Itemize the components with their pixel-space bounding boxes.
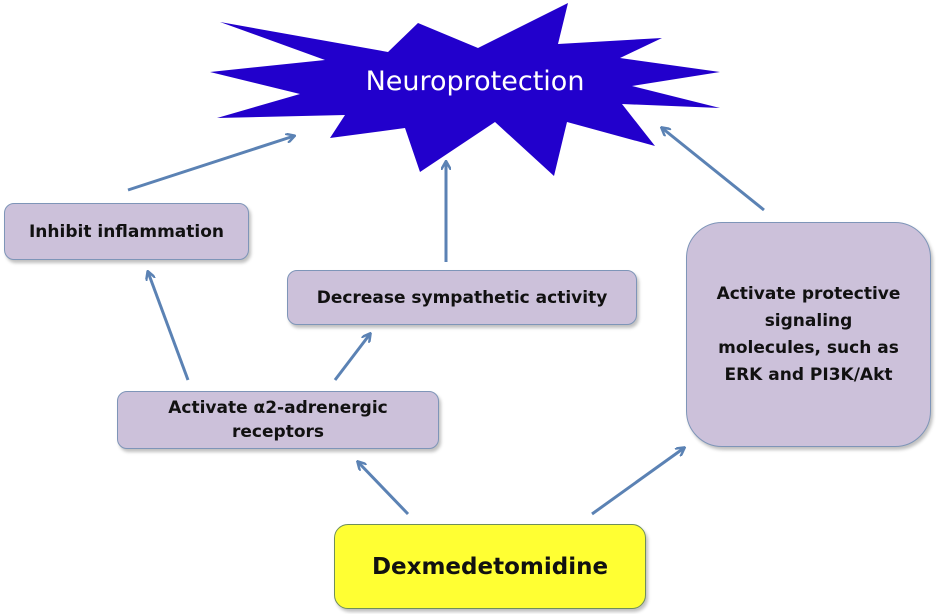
arrow-alpha-to-inhibit [148,272,190,381]
inhibit-inflammation-box: Inhibit inflammation [4,203,249,260]
arrow-inhibit-to-neuroprotection [127,136,294,192]
dexmedetomidine-box: Dexmedetomidine [334,524,646,609]
arrow-drug-to-protective [591,448,684,516]
protective-label-line2: signaling [764,310,853,331]
decrease-sympathetic-label: Decrease sympathetic activity [316,287,608,308]
arrow-protective-to-neuroprotection [662,128,765,212]
activate-alpha2-box: Activate α2-adrenergic receptors [117,391,439,449]
protective-label-line4: ERK and PI3K/Akt [724,364,893,385]
activate-protective-box: Activate protective signaling molecules,… [686,222,931,447]
neuroprotection-label: Neuroprotection [365,66,585,97]
neuroprotection-starburst [210,3,720,176]
arrow-drug-to-alpha [358,462,410,516]
activate-alpha2-label-line1: Activate α2-adrenergic [168,398,388,418]
protective-label-line1: Activate protective [716,283,901,304]
inhibit-inflammation-label: Inhibit inflammation [28,221,225,242]
dexmedetomidine-label: Dexmedetomidine [371,553,609,580]
decrease-sympathetic-box: Decrease sympathetic activity [287,270,637,325]
protective-label-line3: molecules, such as [718,337,899,358]
activate-alpha2-label-line2: receptors [232,422,324,442]
arrow-alpha-to-decrease [333,334,370,381]
